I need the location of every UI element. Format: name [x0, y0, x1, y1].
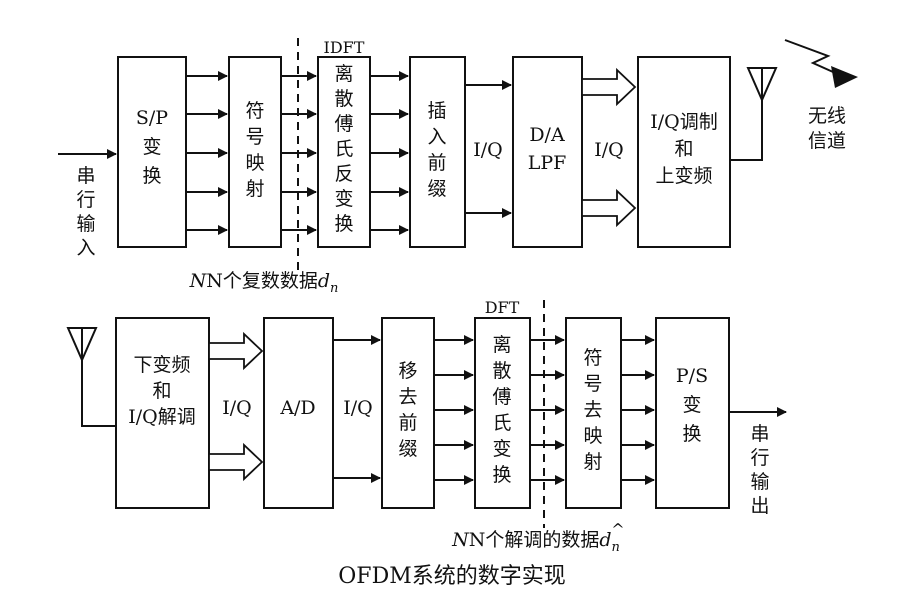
tx-iq-mod-block — [637, 56, 731, 248]
tx-iq-label-1: I/Q — [473, 139, 502, 161]
rx-ps-block — [655, 317, 730, 509]
rx-cp-remove-label: 移去前缀 — [398, 360, 417, 460]
tx-cp-to-da-arrows — [465, 80, 512, 218]
rx-iq-label-2: I/Q — [343, 397, 372, 419]
tx-symbol-map-block — [228, 56, 282, 248]
rx-serial-output-label: 串行输出 — [750, 423, 769, 517]
channel-label: 无线信道 — [808, 105, 846, 152]
rx-downconv-to-ad-arrow-i — [208, 331, 264, 371]
tx-sp-to-symbolmap-arrows — [186, 71, 228, 235]
rx-n-demod-hat: ^ — [611, 520, 624, 539]
rx-ad-label: A/D — [279, 397, 315, 419]
rx-dft-to-demap-arrows — [530, 335, 565, 485]
tx-antenna-feed — [730, 95, 763, 161]
rx-cp-remove-block — [381, 317, 435, 509]
rx-dft-top-label: DFT — [485, 298, 520, 317]
tx-cp-insert-block — [409, 56, 466, 248]
rx-cp-to-dft-arrows — [434, 335, 474, 485]
rx-n-demod-data-label: NN个解调的数据dn — [451, 529, 620, 555]
tx-idft-label: 离散傅氏反变换 — [334, 63, 353, 235]
rx-downconv-block — [115, 317, 210, 509]
tx-da-to-iqmod-arrow-i — [581, 67, 637, 107]
rx-antenna-icon — [66, 327, 98, 363]
figure-caption: OFDM系统的数字实现 — [338, 564, 565, 589]
rx-symbol-demap-label: 符号去映射 — [583, 347, 602, 473]
rx-demap-to-ps-arrows — [621, 335, 655, 485]
rx-ad-block — [263, 317, 334, 509]
wireless-lightning-icon — [784, 39, 843, 77]
rx-iq-label-1: I/Q — [222, 397, 251, 419]
rx-ad-to-cp-arrows — [333, 335, 381, 483]
rx-dft-block — [474, 317, 531, 509]
tx-idft-to-cp-arrows — [370, 71, 409, 235]
rx-symbol-demap-block — [565, 317, 622, 509]
tx-da-block — [512, 56, 583, 248]
tx-serial-input-label: 串行输入 — [76, 165, 95, 259]
tx-iq-mod-label: I/Q调制和上变频 — [650, 111, 717, 187]
tx-symbol-map-label: 符号映射 — [245, 100, 264, 200]
tx-cp-insert-label: 插入前缀 — [427, 100, 446, 200]
rx-downconv-to-ad-arrow-q — [208, 442, 264, 482]
rx-antenna-feed — [81, 360, 116, 427]
tx-antenna-icon — [746, 67, 778, 103]
wireless-arrowhead-icon — [831, 66, 858, 88]
tx-idft-block — [317, 56, 371, 248]
tx-n-complex-data-label: NN个复数数据dn — [189, 270, 339, 296]
tx-idft-top-label: IDFT — [324, 38, 365, 57]
tx-da-to-iqmod-arrow-q — [581, 188, 637, 228]
rx-dft-label: 离散傅氏变换 — [492, 334, 511, 486]
tx-iq-label-2: I/Q — [594, 139, 623, 161]
